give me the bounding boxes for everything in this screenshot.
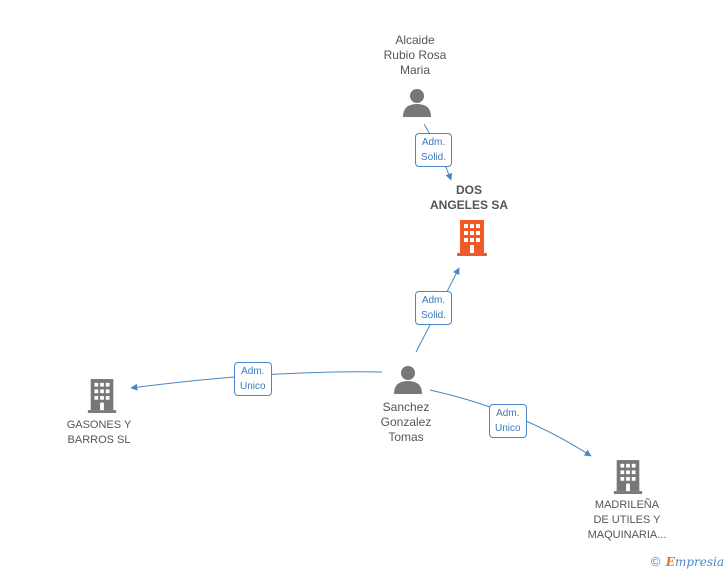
node-label-sanchez[interactable]: Sanchez Gonzalez Tomas xyxy=(380,400,432,444)
edge-label-sanchez-to-madrilena[interactable]: Adm. Unico xyxy=(489,404,527,438)
node-label-gasones[interactable]: GASONES Y BARROS SL xyxy=(66,419,132,446)
edge-label-alcaide-to-dos-angeles[interactable]: Adm. Solid. xyxy=(415,133,453,167)
person-icon[interactable] xyxy=(392,364,424,394)
edge-label-sanchez-to-dos-angeles[interactable]: Adm. Solid. xyxy=(415,291,453,325)
node-label-dos-angeles[interactable]: DOS ANGELES SA xyxy=(429,183,508,212)
node-label-madrilena[interactable]: MADRILEÑA DE UTILES Y MAQUINARIA... xyxy=(587,499,667,541)
brand-initial: E xyxy=(665,555,675,569)
building-icon[interactable] xyxy=(455,220,489,256)
building-icon[interactable] xyxy=(612,459,644,495)
edge-label-sanchez-to-gasones[interactable]: Adm. Unico xyxy=(234,362,272,396)
copyright-icon: © xyxy=(650,554,661,569)
node-label-alcaide[interactable]: Alcaide Rubio Rosa Maria xyxy=(383,33,447,77)
empresia-brand[interactable]: © Empresia xyxy=(651,554,724,569)
brand-name: mpresia xyxy=(674,555,724,569)
person-icon[interactable] xyxy=(401,87,433,117)
building-icon[interactable] xyxy=(86,378,118,414)
